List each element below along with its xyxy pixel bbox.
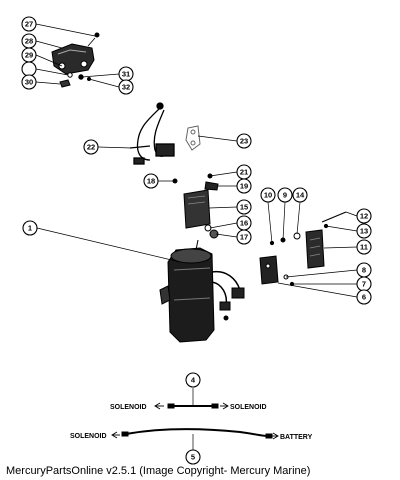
callout-27: 27 <box>25 20 33 29</box>
label-solenoid-top-left: SOLENOID <box>110 404 147 411</box>
callout-17: 17 <box>240 233 248 242</box>
callout-9: 9 <box>283 191 287 200</box>
callout-21: 21 <box>240 168 248 177</box>
callout-11: 11 <box>360 243 368 252</box>
callout-12: 12 <box>360 212 368 221</box>
callout-31: 31 <box>122 70 130 79</box>
relay-plate-drawing <box>183 189 219 239</box>
callout-15: 15 <box>240 203 248 212</box>
callout-4: 4 <box>191 376 196 385</box>
callout-10: 10 <box>264 191 272 200</box>
wire-solenoid-to-solenoid <box>154 402 229 410</box>
small-hardware-drawing <box>172 173 219 191</box>
callout-7: 7 <box>362 280 366 289</box>
callout-23: 23 <box>240 137 248 146</box>
callout-18: 18 <box>147 177 155 186</box>
callout-14: 14 <box>296 191 305 200</box>
callout-13: 13 <box>360 227 368 236</box>
starter-motor-drawing <box>159 239 245 343</box>
copyright-footer: MercuryPartsOnline v2.5.1 (Image Copyrig… <box>6 465 311 477</box>
label-battery: BATTERY <box>280 434 313 441</box>
callout-30: 30 <box>25 78 33 87</box>
callout-22: 22 <box>87 143 95 152</box>
callout-19: 19 <box>240 182 248 191</box>
wire-solenoid-to-battery <box>111 428 279 440</box>
bracket-drawing <box>185 125 201 151</box>
callout-1: 1 <box>28 224 32 233</box>
leader-lines <box>35 23 358 450</box>
callout-32: 32 <box>122 83 130 92</box>
label-solenoid-top-right: SOLENOID <box>230 404 267 411</box>
label-solenoid-bottom: SOLENOID <box>70 433 107 440</box>
callout-16: 16 <box>240 219 248 228</box>
callout-28: 28 <box>25 37 33 46</box>
solenoid-assembly-drawing <box>51 32 100 88</box>
callout-5: 5 <box>191 453 195 462</box>
wire-harness-drawing <box>129 102 175 165</box>
callout-6: 6 <box>362 293 366 302</box>
callout-8: 8 <box>362 266 366 275</box>
brush-holder-drawing <box>259 211 347 287</box>
callout-29: 29 <box>25 51 33 60</box>
callout-circles <box>21 16 372 465</box>
callout-numbers: 27 28 29 30 31 32 22 23 21 18 19 15 16 1… <box>25 20 368 462</box>
